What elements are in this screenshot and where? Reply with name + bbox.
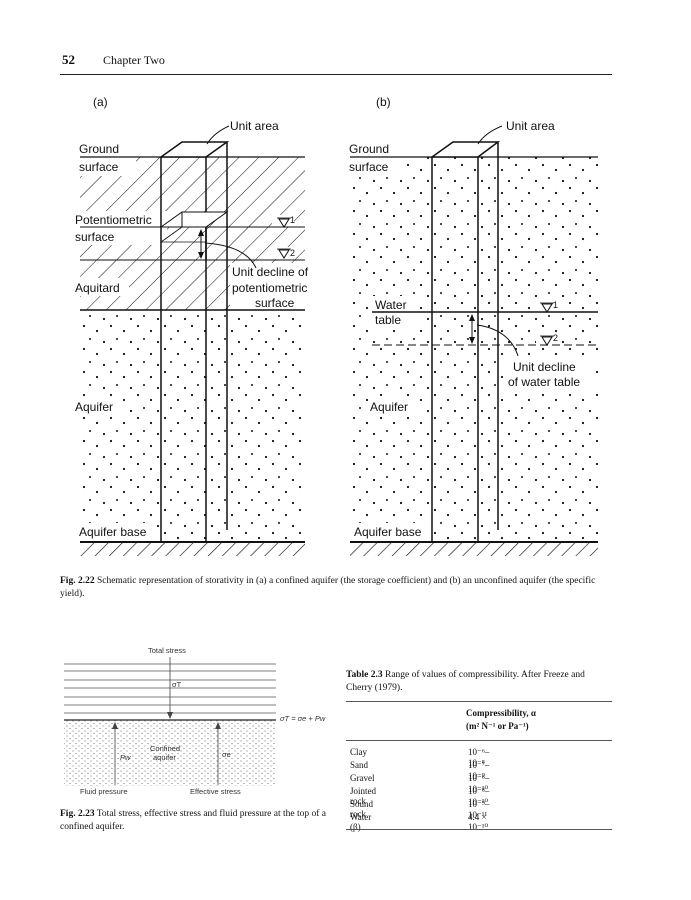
table-row-material: Sand [350,760,368,770]
column-header-line-1: Compressibility, α [466,708,536,718]
table-label: Table 2.3 [346,670,383,680]
table-label: table [375,313,402,327]
table-row-material: Water (β) [350,812,372,832]
figure-2-23 [64,657,276,786]
figure-2-22-caption: Fig. 2.22 Schematic representation of st… [60,575,612,601]
level-1-label-b: 1 [553,300,559,310]
confined-label: Confined [150,744,181,753]
page-header: 52 Chapter Two [60,52,612,75]
fluid-pressure-label: Fluid pressure [80,787,128,796]
table-row-value: 4.4 × 10⁻¹⁰ [468,812,489,832]
table-row-material: Gravel [350,773,375,783]
water-label: Water [375,298,407,312]
figure-2-23-caption: Fig. 2.23 Total stress, effective stress… [60,808,330,834]
unit-area-label-a: Unit area [230,119,279,133]
caption-text: Schematic representation of storativity … [60,576,596,599]
panel-b-label: (b) [376,95,391,109]
chapter-title: Chapter Two [103,53,165,67]
table-row-material: Sound rock [350,799,374,819]
total-stress-label: Total stress [148,646,186,655]
aquifer-label-b: Aquifer [370,400,409,414]
decline-label-a-3: surface [255,296,295,310]
table-column-header: Compressibility, α (m² N⁻¹ or Pa⁻¹) [466,707,536,733]
surface-label-a: surface [79,160,119,174]
caption-label: Fig. 2.23 [60,809,95,819]
table-row-value: 10⁻⁸–10⁻¹⁰ [468,786,490,807]
aquifer-label-a: Aquifer [75,400,114,414]
table-top-rule [346,701,612,702]
table-header-rule [346,740,612,741]
page-number: 52 [62,52,75,67]
table-row-value: 10⁻⁷–10⁻⁹ [468,760,490,781]
decline-label-a-1: Unit decline of [232,265,309,279]
unit-area-label-b: Unit area [506,119,555,133]
sigma-t-label: σT [172,680,182,689]
pw-label: Pw [120,753,131,762]
table-row-value: 10⁻⁶–10⁻⁸ [468,747,490,768]
level-2-label-b: 2 [553,333,559,343]
decline-label-b-2: of water table [508,375,581,389]
table-row-value: 10⁻⁸–10⁻¹⁰ [468,773,490,794]
table-bottom-rule [346,829,612,830]
column-header-line-2: (m² N⁻¹ or Pa⁻¹) [466,721,529,731]
table-caption: Range of values of compressibility. Afte… [346,670,585,693]
potentiometric-surface-label: surface [75,230,115,244]
surface-label-b: surface [349,160,389,174]
caption-text: Total stress, effective stress and fluid… [60,809,326,832]
aquifer-base-label-a: Aquifer base [79,525,147,539]
table-row-value: 10⁻⁹–10⁻¹¹ [468,799,490,820]
panel-b [346,125,598,556]
caption-label: Fig. 2.22 [60,576,95,586]
table-2-3-title: Table 2.3 Range of values of compressibi… [346,669,612,695]
panel-a-label: (a) [93,95,108,109]
potentiometric-label: Potentiometric [75,213,152,227]
decline-label-a-2: potentiometric [232,281,308,295]
level-1-label-a: 1 [290,215,296,225]
ground-label-a: Ground [79,142,120,156]
ground-label-b: Ground [349,142,390,156]
table-row-material: Clay [350,747,367,757]
unconfined-aquifer-dots [350,157,598,542]
table-row-material: Jointed rock [350,786,376,806]
stress-equation: σT = σe + Pw [280,714,326,723]
aquitard-label: Aquitard [75,281,120,295]
effective-stress-label: Effective stress [190,787,241,796]
decline-label-b-1: Unit decline [513,360,576,374]
aquifer-base-label-b: Aquifer base [354,525,422,539]
confined-aquifer-label: aquifer [153,753,176,762]
sigma-e-label: σe [222,750,231,759]
aquifer-dots [80,310,305,542]
panel-a [73,125,318,556]
level-2-label-a: 2 [290,248,296,258]
